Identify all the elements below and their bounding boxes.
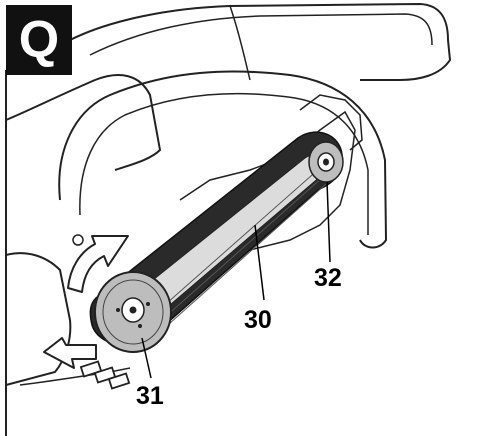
housing-cover-outline: [58, 70, 388, 249]
housing-lower-left: [5, 252, 72, 386]
leader-line-31: [141, 337, 152, 379]
callout-belt: 30: [244, 306, 272, 334]
figure-label-badge: Q: [6, 5, 72, 75]
housing-hole: [72, 234, 84, 246]
front-pulley-bolt: [138, 324, 142, 328]
leader-line-32: [326, 181, 331, 263]
housing-top-inner: [89, 13, 433, 56]
inner-frame: [179, 110, 356, 271]
rotation-arrow-icon: [67, 235, 129, 293]
leader-line-30: [254, 224, 265, 301]
rear-bracket: [299, 94, 363, 151]
belt-ribs: [149, 167, 327, 333]
housing-left: [5, 74, 162, 171]
rear-pulley-center: [323, 158, 329, 166]
front-pulley-rim: [102, 279, 164, 345]
front-pulley-center: [129, 306, 137, 314]
callout-rear-pulley: 32: [314, 264, 342, 292]
housing-top: [69, 2, 452, 81]
front-pulley-bolt: [116, 308, 120, 312]
front-pulley-bolt: [146, 302, 150, 306]
callout-front-pulley: 31: [136, 382, 164, 410]
housing-cover-inner: [79, 93, 369, 235]
housing-ridge: [229, 5, 251, 81]
insert-arrow-icon: [43, 337, 131, 390]
